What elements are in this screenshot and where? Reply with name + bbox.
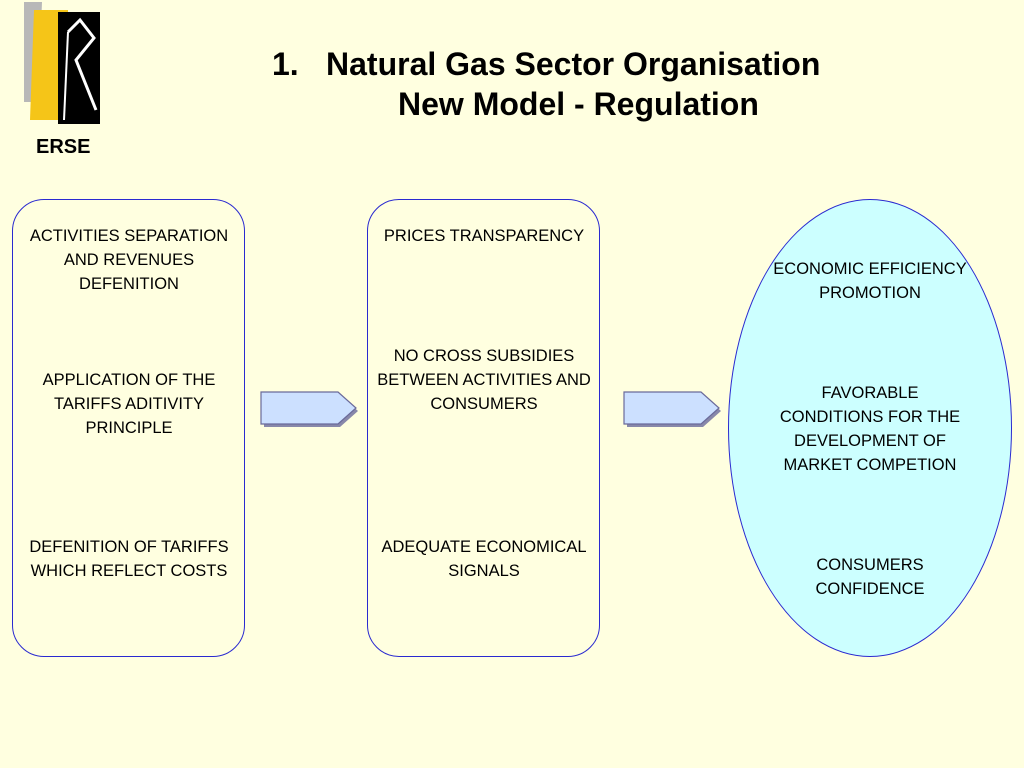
logo-label: ERSE	[36, 136, 91, 158]
measure-item: APPLICATION OF THE TARIFFS ADITIVITY PRI…	[42, 371, 216, 437]
measure-item: ACTIVITIES SEPARATION AND REVENUES DEFEN…	[29, 227, 229, 293]
erse-logo	[24, 2, 100, 124]
title-line2: New Model - Regulation	[398, 86, 759, 122]
principle-item: PRICES TRANSPARENCY	[383, 227, 585, 245]
principle-item: NO CROSS SUBSIDIES BETWEEN ACTIVITIES AN…	[377, 347, 591, 413]
measures-box	[12, 199, 245, 657]
measure-item: DEFENITION OF TARIFFS WHICH REFLECT COST…	[29, 538, 229, 580]
outcome-item: CONSUMERS CONFIDENCE	[815, 556, 925, 598]
outcome-item: FAVORABLE CONDITIONS FOR THE DEVELOPMENT…	[779, 384, 961, 474]
title-number: 1.	[272, 46, 299, 82]
outcomes-ellipse	[728, 199, 1012, 657]
page-title: 1. Natural Gas Sector Organisation New M…	[272, 44, 892, 124]
arrow-right-icon	[260, 391, 358, 427]
title-line1: Natural Gas Sector Organisation	[326, 46, 821, 82]
principles-box	[367, 199, 600, 657]
arrow-right-icon	[623, 391, 721, 427]
principle-item: ADEQUATE ECONOMICAL SIGNALS	[381, 538, 587, 580]
outcome-item: ECONOMIC EFFICIENCY PROMOTION	[773, 260, 967, 302]
